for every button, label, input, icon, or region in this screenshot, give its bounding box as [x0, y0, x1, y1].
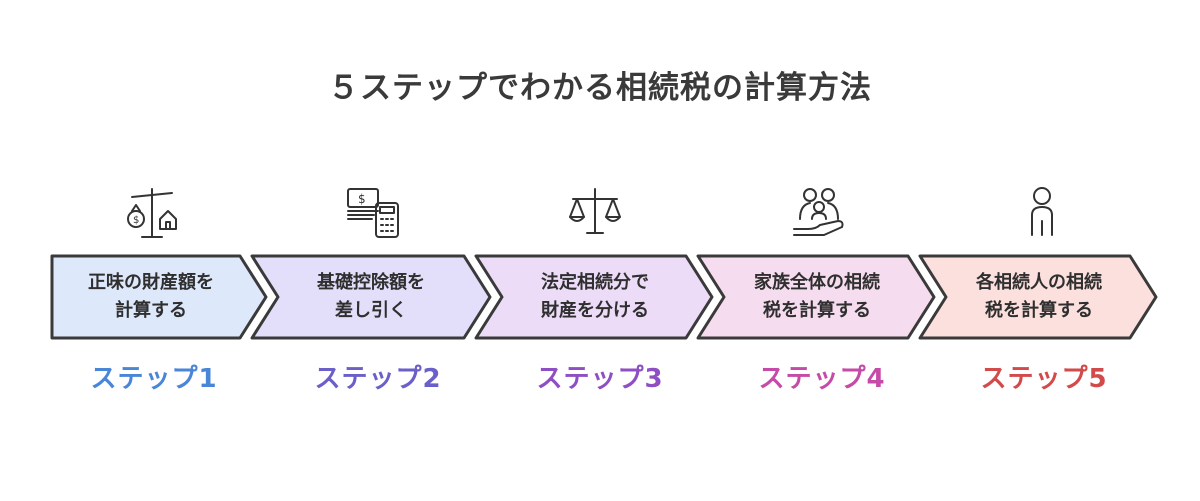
step-3-label: ステップ3	[536, 364, 664, 394]
chevron-step-3	[474, 254, 714, 340]
svg-text:$: $	[133, 215, 139, 226]
step-3-text-line2: 財産を分ける	[541, 300, 649, 321]
step-5-text-line1: 各相続人の相続	[976, 272, 1102, 293]
step-1-text: 正味の財産額を 計算する	[66, 267, 236, 327]
step-4-text: 家族全体の相続 税を計算する	[732, 267, 902, 327]
chevron-step-1	[50, 254, 268, 340]
step-4-text-line2: 税を計算する	[763, 300, 871, 321]
svg-text:$: $	[358, 192, 366, 206]
step-5-text-line2: 税を計算する	[985, 300, 1093, 321]
chevron-step-2	[250, 254, 492, 340]
chevron-step-4	[696, 254, 936, 340]
step-2-text-line2: 差し引く	[335, 300, 407, 321]
step-2-label: ステップ2	[314, 364, 442, 394]
step-1-label: ステップ1	[90, 364, 218, 394]
step-3-text: 法定相続分で 財産を分ける	[510, 267, 680, 327]
person-icon	[1012, 185, 1072, 241]
scale-money-house-icon: $	[122, 185, 182, 241]
balance-scale-icon	[565, 185, 625, 241]
step-2-text-line1: 基礎控除額を	[317, 272, 425, 293]
cash-calculator-icon: $	[342, 185, 402, 241]
family-hand-icon	[790, 185, 850, 241]
step-5-text: 各相続人の相続 税を計算する	[954, 267, 1124, 327]
step-4-text-line1: 家族全体の相続	[754, 272, 880, 293]
step-2-text: 基礎控除額を 差し引く	[286, 267, 456, 327]
step-3-text-line1: 法定相続分で	[541, 272, 649, 293]
step-1-text-line1: 正味の財産額を	[88, 272, 214, 293]
step-4-label: ステップ4	[758, 364, 886, 394]
chevron-step-5	[918, 254, 1158, 340]
step-1-text-line2: 計算する	[115, 300, 187, 321]
step-5-label: ステップ5	[980, 364, 1108, 394]
page-title: ５ステップでわかる相続税の計算方法	[328, 70, 872, 106]
